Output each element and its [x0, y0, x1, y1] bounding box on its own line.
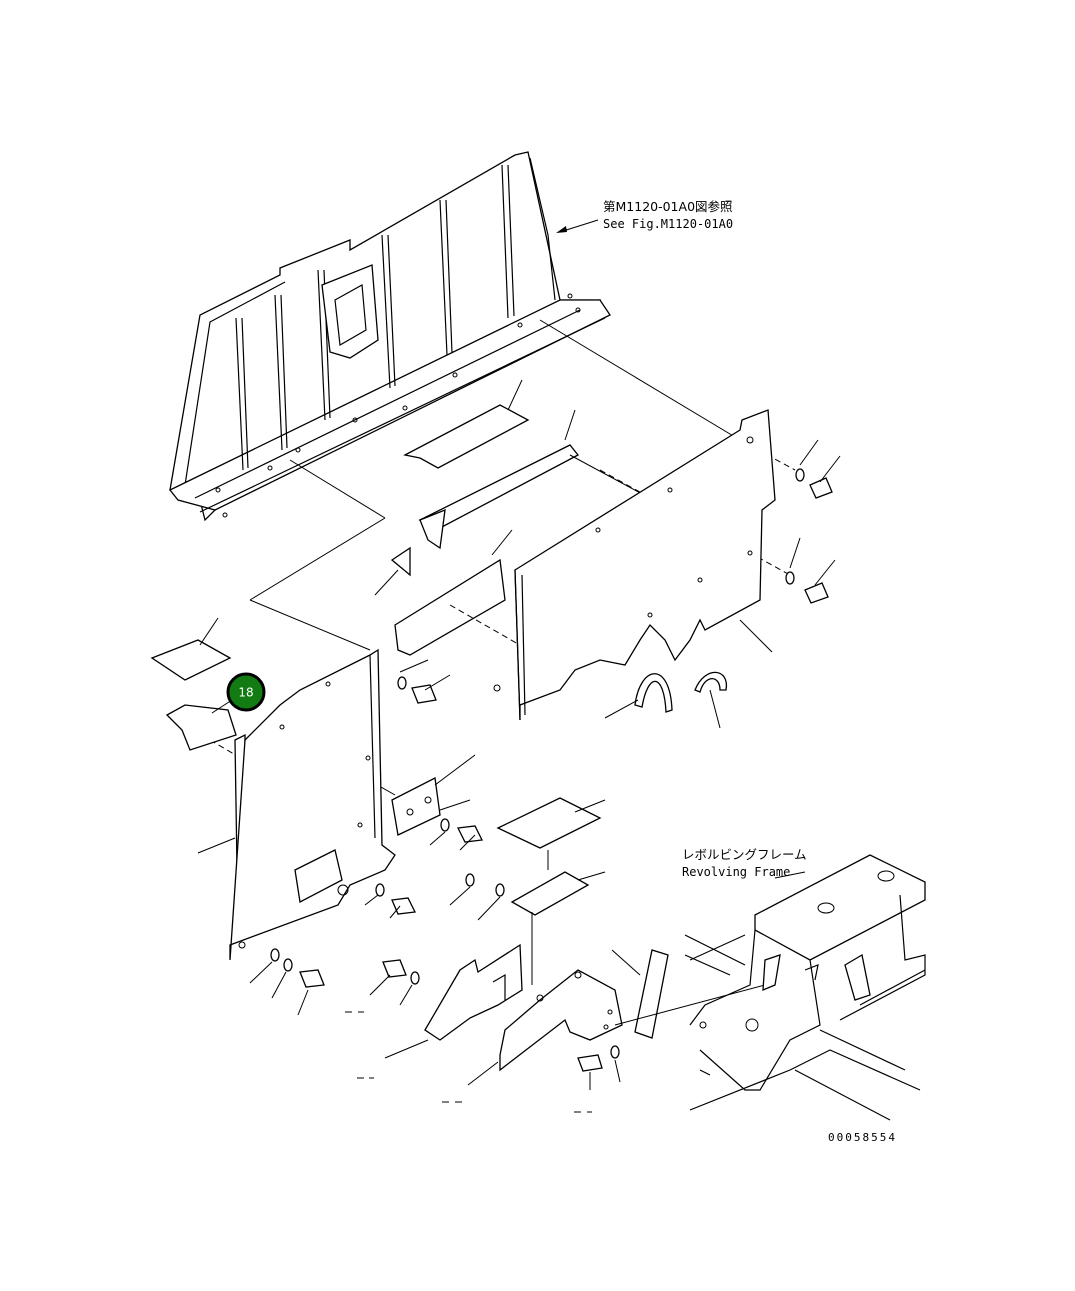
callout-18[interactable]: 18	[226, 672, 266, 712]
lower-brackets	[384, 797, 766, 1086]
callout-label: 18	[238, 686, 253, 700]
revolving-frame	[684, 854, 926, 1121]
fasteners-center	[249, 659, 621, 1090]
reference-note-jp: 第M1120-01A0図参照	[603, 199, 733, 214]
frame-note-jp: レボルビングフレーム	[682, 847, 807, 862]
side-panel-right	[493, 409, 776, 721]
side-panel-left	[150, 617, 396, 961]
callout-marker[interactable]	[226, 672, 266, 712]
reference-note-en: See Fig.M1120-01A0	[603, 217, 733, 231]
u-brackets	[604, 671, 727, 729]
upper-cover-plates	[374, 379, 579, 656]
upper-bulkhead-assembly	[168, 151, 611, 522]
drawing-number: 00058554	[828, 1131, 897, 1144]
fasteners-right	[785, 439, 841, 604]
mounting-plate	[391, 754, 476, 836]
frame-note-en: Revolving Frame	[682, 865, 790, 879]
